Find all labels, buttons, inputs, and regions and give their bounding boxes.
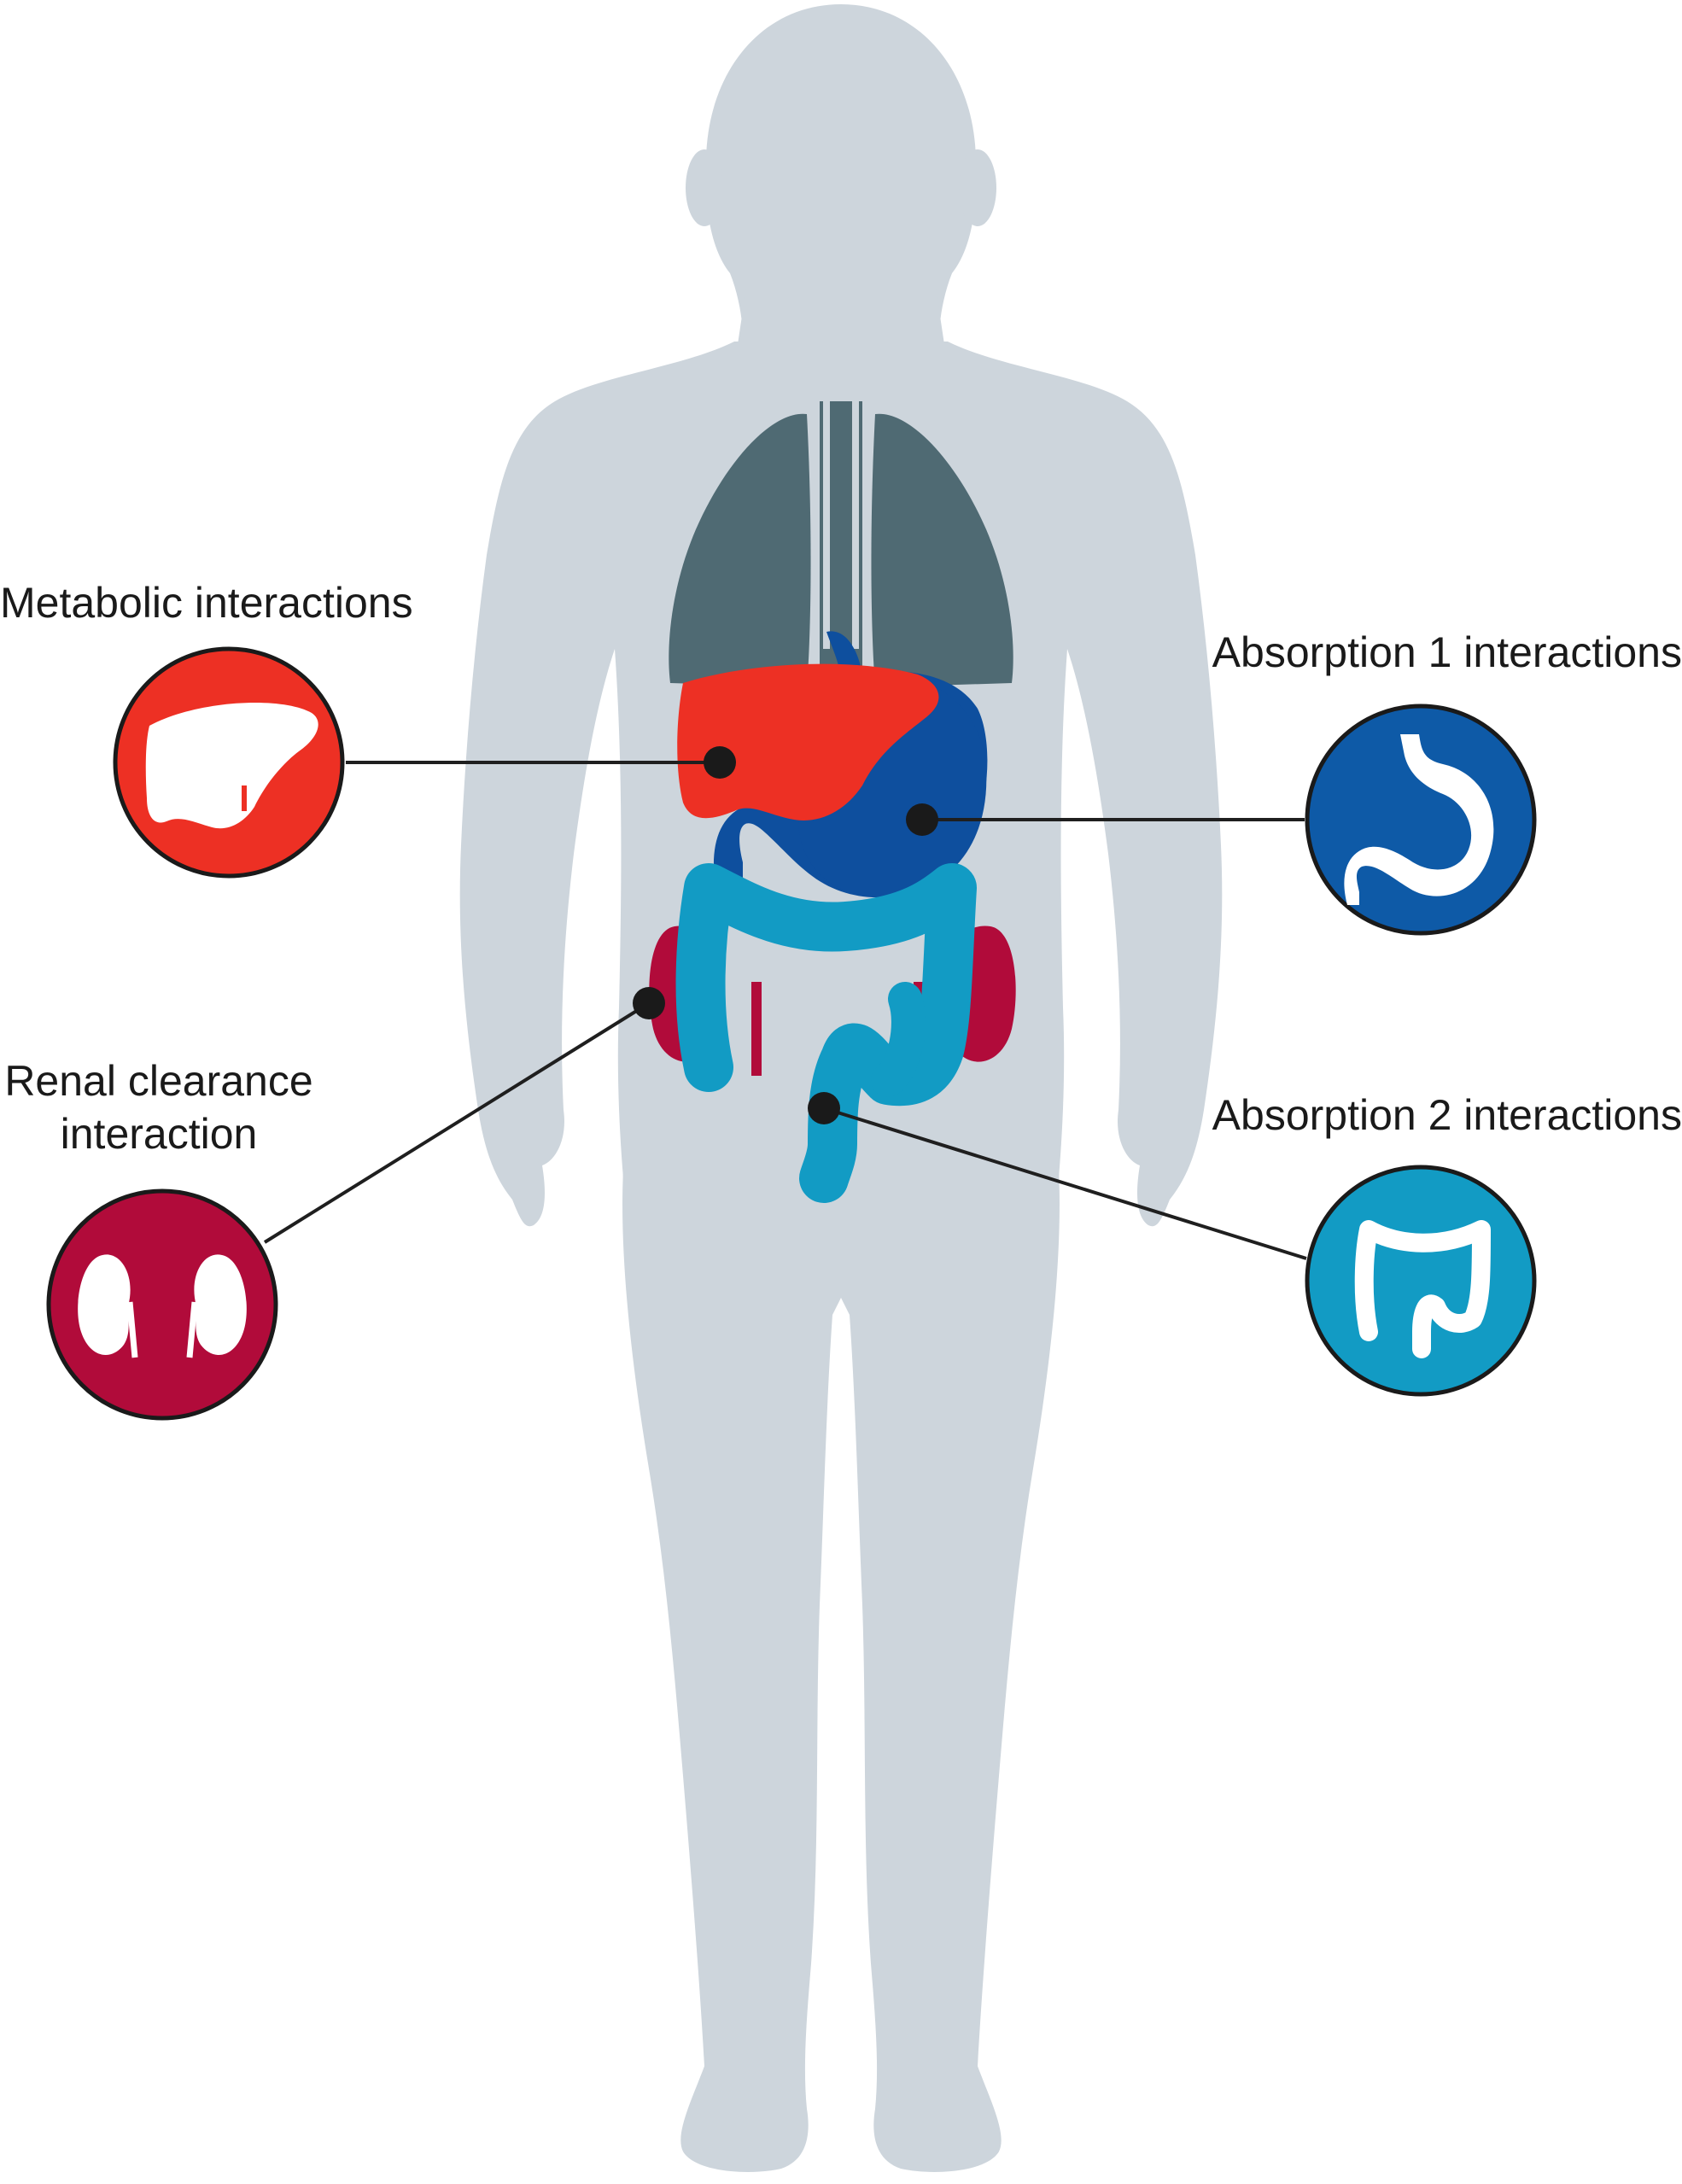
label-renal-line2: interaction <box>60 1110 258 1158</box>
intestine-icon <box>1354 1220 1491 1358</box>
trachea <box>823 401 859 649</box>
dot-liver <box>704 746 736 779</box>
connector-intestine <box>823 1107 1307 1260</box>
label-renal-line1: Renal clearance <box>4 1057 313 1105</box>
label-renal-clearance: Renal clearance interaction <box>0 1054 318 1160</box>
dot-intestine <box>808 1092 840 1124</box>
dot-stomach <box>906 803 938 836</box>
intestine-hook <box>871 982 926 1097</box>
label-absorption-1-interactions: Absorption 1 interactions <box>1212 628 1682 676</box>
dot-kidney <box>633 987 665 1019</box>
stomach-icon <box>1344 734 1494 905</box>
liver-icon <box>145 703 318 829</box>
liver <box>677 663 939 820</box>
stomach-icon-circle <box>1305 704 1537 936</box>
intestine-icon-circle <box>1305 1165 1537 1397</box>
connectors <box>263 761 1307 1260</box>
kidney-icon-left <box>78 1254 131 1355</box>
label-metabolic-interactions: Metabolic interactions <box>0 579 413 627</box>
connector-kidney <box>263 1001 651 1244</box>
intestine <box>675 863 977 1203</box>
label-absorption-2-interactions: Absorption 2 interactions <box>1212 1091 1682 1139</box>
kidney-icon-circle <box>46 1188 278 1421</box>
liver-icon-circle <box>113 646 345 879</box>
connector-dots <box>633 746 938 1124</box>
kidney-icon-right <box>194 1254 247 1355</box>
